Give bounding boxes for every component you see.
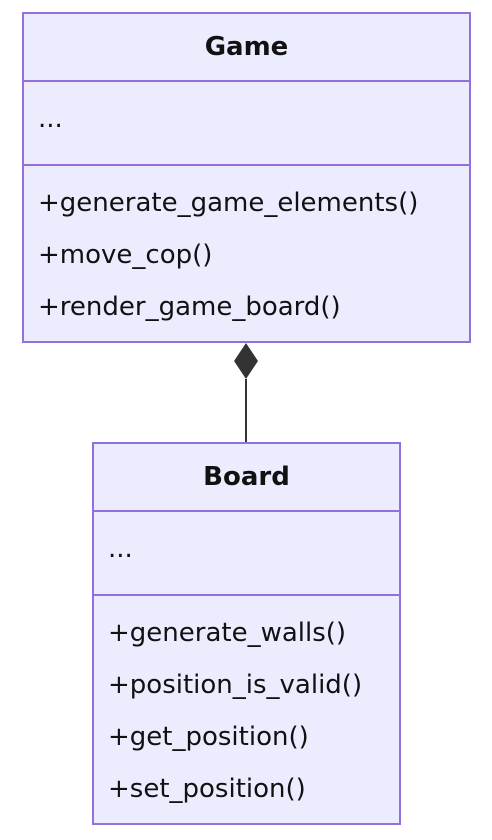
- method: +position_is_valid(): [108, 670, 363, 700]
- method: +get_position(): [108, 722, 309, 752]
- class-board[interactable]: Board ... +generate_walls() +position_is…: [92, 442, 401, 825]
- method: +move_cop(): [38, 240, 213, 270]
- class-game-attributes: ...: [24, 82, 469, 166]
- class-board-attributes: ...: [94, 512, 399, 596]
- class-board-header: Board: [94, 444, 399, 512]
- class-board-name: Board: [203, 462, 290, 492]
- class-board-methods: +generate_walls() +position_is_valid() +…: [94, 596, 399, 823]
- class-game-name: Game: [204, 32, 289, 62]
- attribute: ...: [108, 534, 133, 564]
- method: +set_position(): [108, 774, 306, 804]
- method: +generate_game_elements(): [38, 188, 419, 218]
- method: +generate_walls(): [108, 618, 347, 648]
- class-game-methods: +generate_game_elements() +move_cop() +r…: [24, 166, 469, 341]
- class-game-header: Game: [24, 14, 469, 82]
- method: +render_game_board(): [38, 292, 341, 322]
- composition-diamond: [234, 343, 258, 379]
- attribute: ...: [38, 104, 63, 134]
- class-game[interactable]: Game ... +generate_game_elements() +move…: [22, 12, 471, 343]
